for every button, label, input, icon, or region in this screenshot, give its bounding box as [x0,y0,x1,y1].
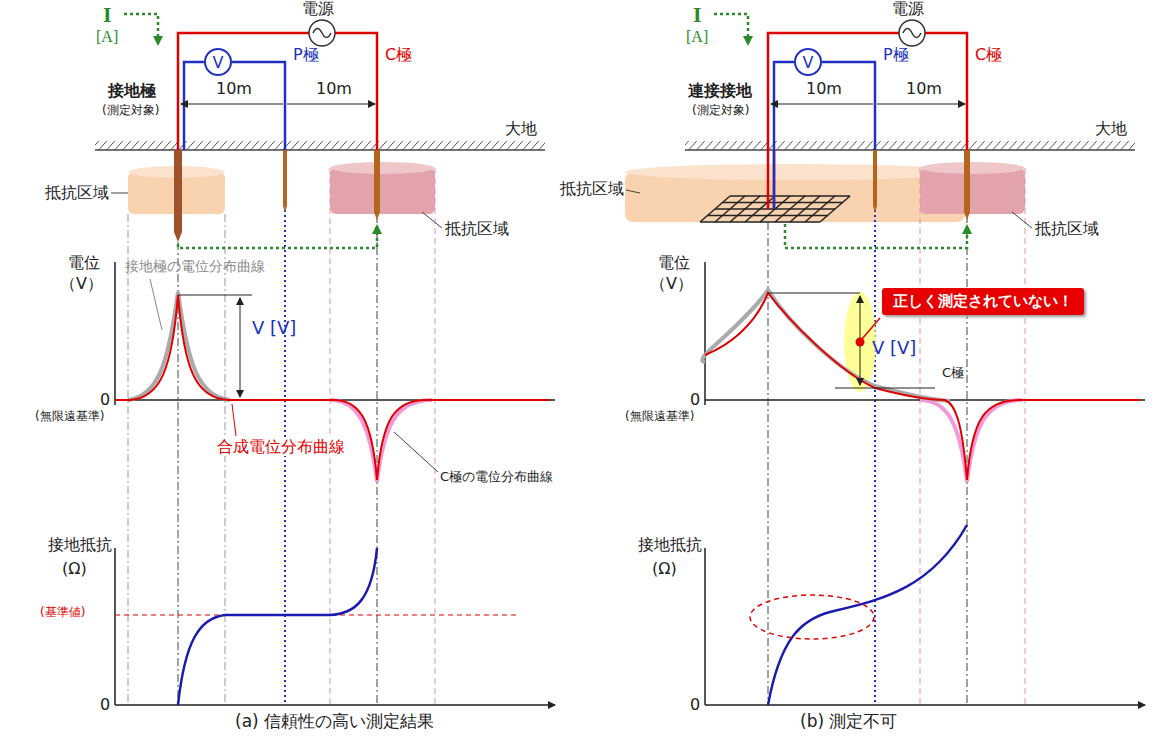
annotation-label: 抵抗区域 [1035,220,1099,238]
drawing-path [178,548,377,705]
annotation-label: 0 [100,696,110,714]
note-label: (無限遠基準) [625,410,694,424]
annotation-label: 10m [216,80,252,98]
drawing-ellipse [750,595,874,639]
drawing-path [150,279,162,330]
electrode-label: C極 [385,46,412,64]
annotation-label: 電源 [302,0,334,18]
annotation-label: 電源 [892,0,924,18]
drawing-ellipse [625,164,965,180]
drawing-path [768,525,967,705]
panel-b-details [626,150,1140,705]
target-label: 接地極 [108,82,156,100]
drawing-path [232,404,236,436]
annotation-label: 大地 [505,120,537,138]
electrode-label: 合成電位分布曲線 [215,438,347,456]
drawing-line [820,196,850,222]
drawing-line [805,196,835,222]
drawing-ellipse [844,292,876,392]
node-text: 正しく測定されていない！ [893,292,1073,311]
drawing-line [745,196,775,222]
annotation-label: 接地抵抗 [48,536,112,554]
drawing-path [240,298,241,397]
annotation-label: 0 [690,391,700,409]
current-symbol: I [103,2,112,27]
panel-b-circuit [685,14,1145,705]
panel-caption: (b) 測定不可 [800,712,897,732]
node-text: V [213,53,224,72]
annotation-label: 0 [100,391,110,409]
voltage-label: V [V] [872,338,916,359]
current-symbol: I [693,2,702,27]
annotation-label: 0 [690,696,700,714]
drawing-line [790,196,820,222]
annotation-label: (Ω) [652,560,677,578]
voltage-label: V [V] [252,318,296,339]
panel-b-region [625,164,965,222]
annotation-label: 接地抵抗 [638,536,702,554]
drawing-circle [856,338,865,347]
panel-caption: (a) 信頼性の高い測定結果 [235,712,434,732]
panel-a-details [111,150,550,705]
drawing-path [705,293,1140,480]
drawing-path [773,150,776,209]
electrode-label: P極 [883,46,909,64]
drawing-line [700,196,730,222]
annotation-label: 10m [906,80,942,98]
drawing-line [730,196,760,222]
reference-label: (基準値) [40,606,85,620]
drawing-line [775,196,805,222]
electrode-label: C極 [975,46,1002,64]
unit-label: [A] [686,28,708,46]
drawing-path [174,150,182,242]
voltmeter-circle: V [204,48,232,76]
annotation-label: （V） [60,275,103,293]
warning-callout: 正しく測定されていない！ [882,288,1084,315]
drawing-path [178,242,179,705]
unit-label: [A] [96,28,118,46]
drawing-path [626,190,640,193]
drawing-path [128,214,225,705]
annotation-label: 電位 [68,254,100,272]
drawing-path [785,224,967,248]
drawing-path [178,295,252,296]
drawing-line [715,196,745,222]
curve-label: C極 [940,366,966,381]
voltmeter-circle: V [794,48,822,76]
annotation-label: (Ω) [62,560,87,578]
note-label: (測定対象) [692,104,749,118]
curve-label: C極の電位分布曲線 [440,470,553,485]
drawing-path [862,318,880,339]
drawing-path [394,432,438,472]
electrode-label: P極 [293,46,319,64]
note-label: (測定対象) [102,104,159,118]
panel-a-circuit [95,14,555,705]
curve-label: 接地極の電位分布曲線 [125,258,265,274]
annotation-label: 抵抗区域 [445,220,509,238]
annotation-label: 電位 [658,254,690,272]
annotation-label: 10m [316,80,352,98]
drawing-path [768,150,774,209]
drawing-path [115,295,550,480]
target-label: 連接接地 [688,82,752,100]
drawing-path [178,226,377,248]
annotation-label: 抵抗区域 [45,184,109,202]
annotation-label: 抵抗区域 [560,180,624,198]
annotation-label: 大地 [1095,120,1127,138]
node-text: V [803,53,814,72]
annotation-label: 10m [806,80,842,98]
note-label: (無限遠基準) [35,410,104,424]
drawing-path [111,193,128,194]
annotation-label: （V） [650,275,693,293]
